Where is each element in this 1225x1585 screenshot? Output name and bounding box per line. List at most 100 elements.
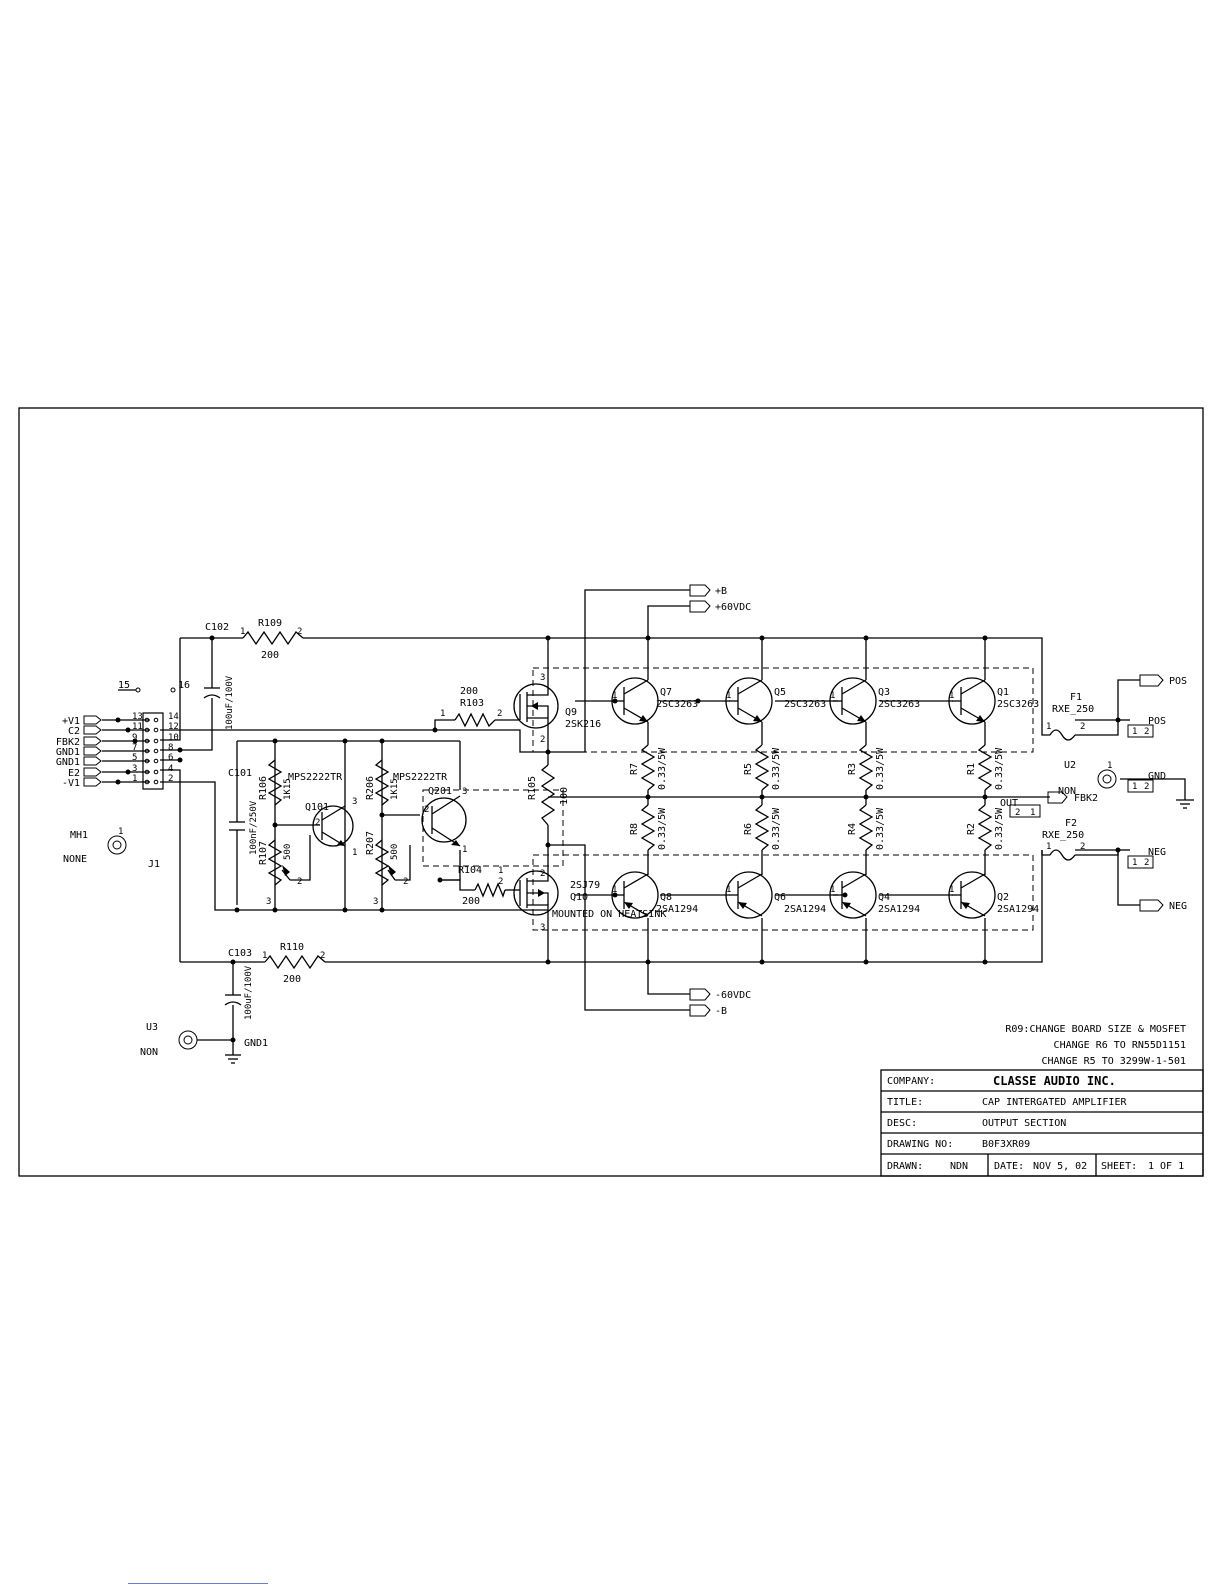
u3-ref: U3 xyxy=(146,1022,158,1033)
svg-text:2: 2 xyxy=(497,709,502,719)
j1-net-flag xyxy=(83,777,102,787)
j1-pin-number: 1 xyxy=(132,774,137,784)
j1-pin-number: 5 xyxy=(132,753,137,763)
j1-pin-number: 10 xyxy=(168,733,179,743)
tb-sheet: 1 OF 1 xyxy=(1148,1161,1184,1172)
net-flags: +B +60VDC -60VDC -B POS NEG FBK2 xyxy=(689,584,1187,1017)
j1-net-label: FBK2 xyxy=(56,737,80,748)
capacitor-c101: C101 100nF/250V xyxy=(228,768,259,855)
tb-drawn-label: DRAWN: xyxy=(887,1161,923,1172)
svg-text:1: 1 xyxy=(1030,808,1035,818)
transistor-part: 2SC3263 xyxy=(784,699,826,710)
tb-title-label: TITLE: xyxy=(887,1097,923,1108)
j1-pin-number: 13 xyxy=(132,712,143,722)
transistor-ref: Q1 xyxy=(997,687,1009,698)
resistor-r206: R206 1K15 xyxy=(365,759,400,806)
j1-pin xyxy=(153,779,159,785)
j1-net-label: +V1 xyxy=(62,716,80,727)
net-plus-b: +B xyxy=(715,586,727,597)
j1-pin-number: 11 xyxy=(132,722,143,732)
resistor-value: 0.33/5W xyxy=(657,747,668,790)
j1-pin xyxy=(153,758,159,764)
svg-text:1: 1 xyxy=(352,848,357,858)
resistor-ref: R5 xyxy=(743,763,754,775)
resistor-ref: R7 xyxy=(629,763,640,775)
q201-ref: Q201 xyxy=(428,786,452,797)
revision-notes: R09:CHANGE BOARD SIZE & MOSFET CHANGE R6… xyxy=(1005,1024,1186,1067)
transistor-part: 2SC3263 xyxy=(997,699,1039,710)
svg-text:1: 1 xyxy=(1132,727,1137,737)
transistor-ref: Q5 xyxy=(774,687,786,698)
j1-pin xyxy=(153,769,159,775)
q10-ref: Q10 xyxy=(570,892,588,903)
svg-text:1: 1 xyxy=(949,691,954,701)
svg-text:1: 1 xyxy=(262,951,267,961)
u2-value: NON xyxy=(1058,786,1076,797)
svg-text:1: 1 xyxy=(240,627,245,637)
transistor-part: 2SA1294 xyxy=(784,904,826,915)
u2-ref: U2 xyxy=(1064,760,1076,771)
q9-value: 2SK216 xyxy=(565,719,601,730)
u3-value: NON xyxy=(140,1047,158,1058)
c102-value: 100uF/100V xyxy=(225,675,235,730)
j1-pin-number: 14 xyxy=(168,712,179,722)
mounting-hole-mh1: MH1 NONE 1 xyxy=(63,827,127,865)
pin-16-label: 16 xyxy=(178,680,190,691)
j1-pin xyxy=(144,717,150,723)
resistor-ref: R6 xyxy=(743,823,754,835)
f1-ref: F1 xyxy=(1070,692,1082,703)
net-minus-60vdc: -60VDC xyxy=(715,990,751,1001)
mounting-hole-u2: U2 NON 1 xyxy=(1058,760,1117,797)
j1-net-label: GND1 xyxy=(56,747,80,758)
svg-text:2: 2 xyxy=(1144,858,1149,868)
c102-ref: C102 xyxy=(205,622,229,633)
tb-drawing-no-label: DRAWING NO: xyxy=(887,1139,953,1150)
r110-ref: R110 xyxy=(280,942,304,953)
resistor-value: 0.33/5W xyxy=(771,807,782,850)
mounting-hole-u3: U3 NON GND1 xyxy=(140,1022,268,1064)
pin-15-label: 15 xyxy=(118,680,130,691)
drawing-border xyxy=(18,407,1204,1177)
resistor-ref: R3 xyxy=(847,763,858,775)
resistor-ref: R2 xyxy=(966,823,977,835)
j1-pin xyxy=(144,779,150,785)
resistor-value: 0.33/5W xyxy=(875,807,886,850)
tb-date: NOV 5, 02 xyxy=(1033,1161,1087,1172)
r206-ref: R206 xyxy=(365,776,376,800)
j1-net-label: E2 xyxy=(68,768,80,779)
r206-value: 1K15 xyxy=(390,778,400,800)
j1-pin xyxy=(144,738,150,744)
transistor-ref: Q3 xyxy=(878,687,890,698)
j1-pin xyxy=(144,748,150,754)
svg-text:1: 1 xyxy=(726,691,731,701)
r105-value: 100 xyxy=(559,787,570,805)
svg-text:2: 2 xyxy=(320,951,325,961)
j1-pin xyxy=(153,738,159,744)
j1-net-flag xyxy=(83,756,102,766)
resistor-value: 0.33/5W xyxy=(994,807,1005,850)
heatsink-outline-top xyxy=(532,667,1034,753)
j1-pin xyxy=(144,769,150,775)
transistor-q101: Q101 MPS2222TR 231 xyxy=(288,772,357,858)
svg-text:1: 1 xyxy=(830,885,835,895)
j1-net-flag xyxy=(83,736,102,746)
c103-ref: C103 xyxy=(228,948,252,959)
revision-note-2: CHANGE R6 TO RN55D1151 xyxy=(1054,1040,1186,1051)
svg-text:2: 2 xyxy=(540,735,545,745)
r104-value: 200 xyxy=(462,896,480,907)
mh1-ref: MH1 xyxy=(70,830,88,841)
mosfet-q9: Q9 2SK216 32 xyxy=(513,673,601,752)
j1-pin-number: 7 xyxy=(132,743,137,753)
transistor-ref: Q2 xyxy=(997,892,1009,903)
svg-text:2: 2 xyxy=(297,877,302,887)
revision-note-1: R09:CHANGE BOARD SIZE & MOSFET xyxy=(1005,1024,1186,1035)
